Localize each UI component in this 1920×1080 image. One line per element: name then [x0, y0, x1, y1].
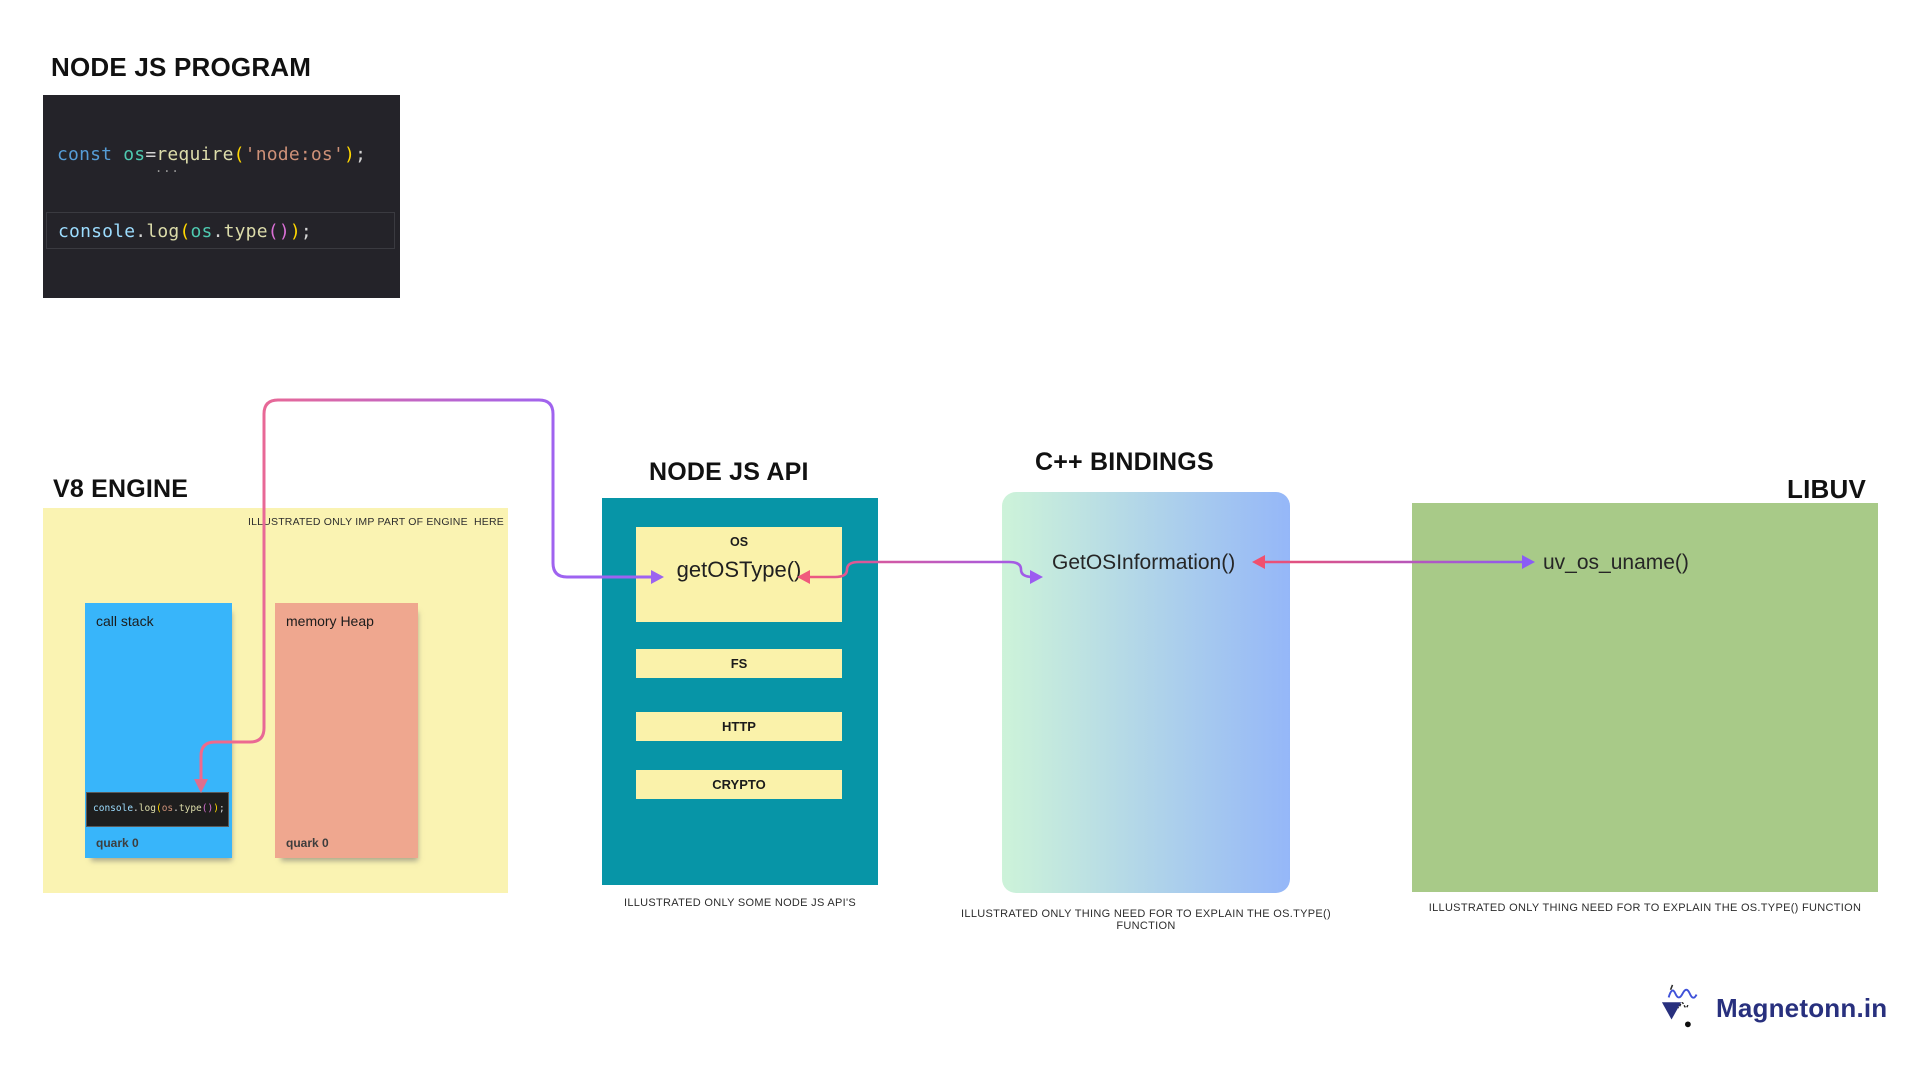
libuv-caption: ILLUSTRATED ONLY THING NEED FOR TO EXPLA… — [1428, 902, 1862, 914]
cpp-bindings-title: C++ BINDINGS — [1035, 448, 1214, 476]
get-os-information-function: GetOSInformation() — [1052, 551, 1236, 574]
v8-engine-note: ILLUSTRATED ONLY IMP PART OF ENGINE HERE — [248, 516, 504, 528]
node-js-api-caption: ILLUSTRATED ONLY SOME NODE JS API'S — [623, 897, 857, 909]
v8-engine-box: ILLUSTRATED ONLY IMP PART OF ENGINE HERE… — [43, 508, 508, 893]
memory-heap-box: memory Heap quark 0 — [275, 603, 418, 858]
os-module-box: OS getOSType() — [636, 527, 842, 622]
call-stack-box: call stack console.log(os.type()); quark… — [85, 603, 232, 858]
fs-module-box: FS — [636, 649, 842, 678]
code-editor-snippet: const os=require('node:os'); ... console… — [43, 95, 400, 298]
brand-name: Magnetonn.in — [1716, 992, 1888, 1023]
http-module-box: HTTP — [636, 712, 842, 741]
v8-engine-title: V8 ENGINE — [53, 475, 189, 503]
cpp-bindings-box: GetOSInformation() — [1002, 492, 1290, 893]
code-collapsed-indicator: ... — [155, 161, 180, 175]
memory-heap-label: memory Heap — [286, 613, 374, 629]
libuv-title: LIBUV — [1787, 474, 1866, 504]
crypto-module-box: CRYPTO — [636, 770, 842, 799]
brand-logo: Magnetonn.in — [1660, 982, 1887, 1034]
code-line-console-log: console.log(os.type()); — [58, 221, 312, 242]
uv-os-uname-function: uv_os_uname() — [1543, 551, 1689, 574]
code-current-line-highlight: console.log(os.type()); — [46, 212, 395, 249]
code-line-require: const os=require('node:os'); — [57, 144, 367, 165]
magnetonn-logo-icon — [1661, 984, 1698, 1028]
node-js-api-box: OS getOSType() FS HTTP CRYPTO — [602, 498, 878, 885]
node-js-program-title: NODE JS PROGRAM — [51, 52, 312, 82]
cpp-bindings-caption: ILLUSTRATED ONLY THING NEED FOR TO EXPLA… — [961, 908, 1331, 932]
node-js-api-title: NODE JS API — [649, 458, 809, 486]
os-module-label: OS — [729, 535, 749, 549]
libuv-box: uv_os_uname() — [1412, 503, 1878, 892]
get-os-type-function: getOSType() — [676, 557, 802, 582]
memory-heap-quark-label: quark 0 — [286, 836, 329, 850]
call-stack-quark-label: quark 0 — [96, 836, 139, 850]
call-stack-label: call stack — [96, 613, 154, 629]
call-stack-frame-code: console.log(os.type()); — [86, 792, 229, 827]
